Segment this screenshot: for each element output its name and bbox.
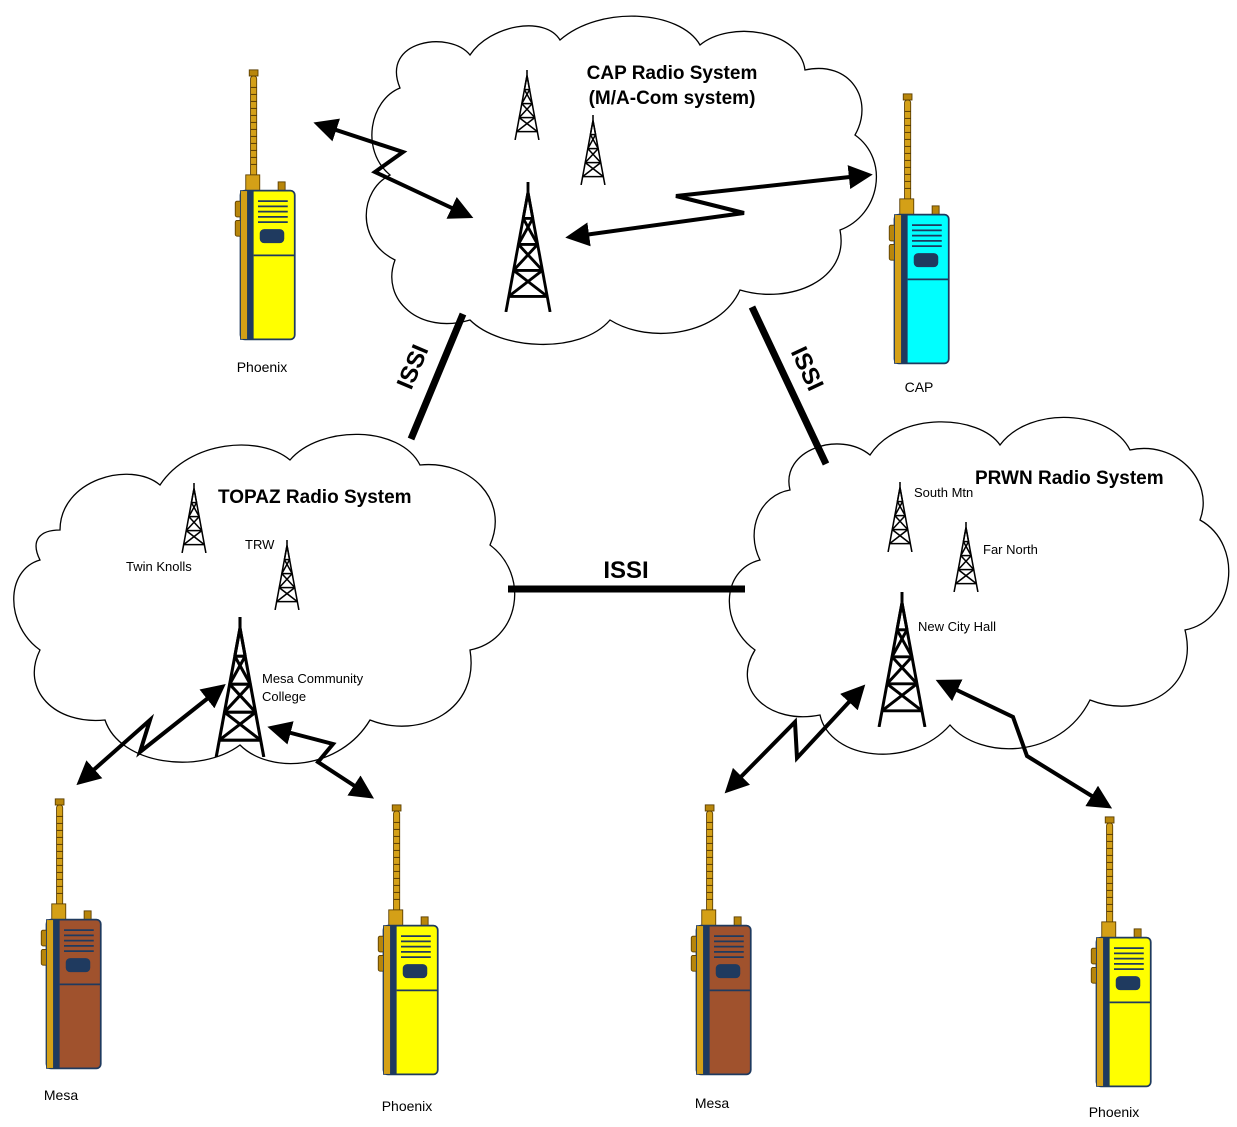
radio-label-cap: CAP [905, 379, 934, 395]
radio-icon [690, 803, 752, 1076]
site-label-far-north: Far North [983, 542, 1038, 557]
radio-icon [234, 68, 296, 341]
wireless-link-arrow [313, 118, 474, 219]
prwn-title: PRWN Radio System [975, 468, 1164, 489]
wireless-link-arrow [724, 684, 866, 794]
radio-icon [888, 92, 950, 365]
radio-label-phoenix-right: Phoenix [1089, 1104, 1140, 1120]
prwn-cloud [728, 416, 1230, 755]
site-label-mesa-community: Mesa Community [262, 671, 364, 686]
radio-icon [40, 797, 102, 1070]
issi-label-left: ISSI [392, 341, 435, 393]
radio-label-mesa-left: Mesa [44, 1087, 78, 1103]
topaz-cloud [13, 433, 516, 765]
site-label-college: College [262, 689, 306, 704]
site-label-trw: TRW [245, 537, 275, 552]
radio-label-phoenix-top: Phoenix [237, 359, 288, 375]
radio-icon [1090, 815, 1152, 1088]
radio-icon [377, 803, 439, 1076]
radio-links [76, 118, 1113, 809]
site-label-twin-knolls: Twin Knolls [126, 559, 192, 574]
radio-label-phoenix-center: Phoenix [382, 1098, 433, 1114]
site-label-south-mtn: South Mtn [914, 485, 973, 500]
topaz-title: TOPAZ Radio System [218, 487, 412, 508]
radio-label-mesa-right: Mesa [695, 1095, 729, 1111]
wireless-link-arrow [76, 684, 226, 786]
wireless-link-arrow [267, 721, 375, 799]
issi-link-cap-topaz [407, 312, 467, 441]
site-label-new-city-hall: New City Hall [918, 619, 996, 634]
wireless-link-arrow [565, 165, 873, 247]
wireless-link-arrow [935, 679, 1113, 809]
issi-label-bottom: ISSI [603, 557, 648, 584]
cap-title-line2: (M/A-Com system) [589, 88, 756, 109]
issi-link-cap-prwn [748, 305, 830, 466]
cap-title-line1: CAP Radio System [587, 63, 758, 84]
